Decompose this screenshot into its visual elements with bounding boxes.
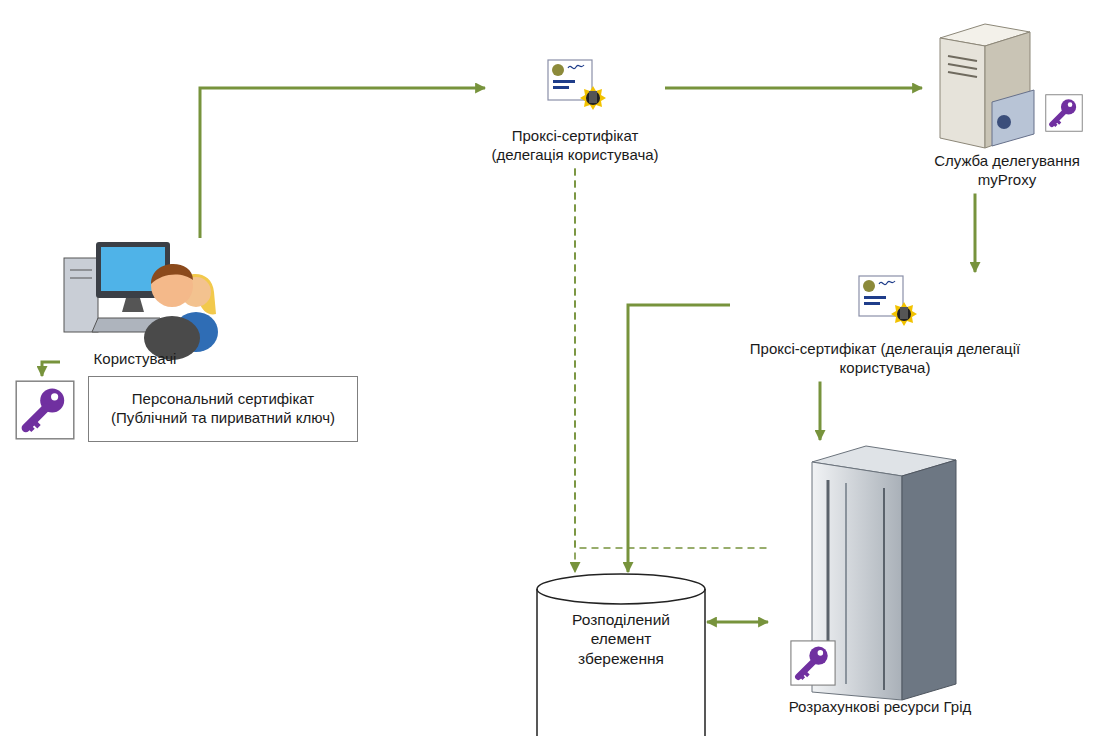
- node-label: Проксі-сертифікат (делегація делегації к…: [730, 340, 1040, 378]
- dashed-connector: [575, 169, 768, 549]
- flow-arrow: [628, 305, 730, 572]
- user-computer: [122, 298, 144, 312]
- cylinder-body: [537, 574, 705, 736]
- flow-arrow: [819, 382, 822, 441]
- key-icon: [1046, 95, 1082, 131]
- user-figures: [144, 264, 218, 360]
- grid-server: [883, 488, 885, 690]
- node-label: Служба делегування myProxy: [922, 152, 1092, 190]
- myproxy-server: [992, 90, 1034, 146]
- grid-server: [902, 460, 956, 700]
- certificate-box: Персональний сертифікат (Публічний та пи…: [8, 376, 358, 442]
- flow-arrow: [707, 621, 768, 624]
- grid-server: [845, 483, 847, 684]
- myproxy-server: [940, 24, 1034, 148]
- proxy-certificate: Проксі-сертифікат (делегація користувача…: [485, 55, 665, 169]
- proxy-certificate: Проксі-сертифікат (делегація делегації к…: [730, 272, 1040, 382]
- compute-resource: Розрахункові ресурси Грід: [768, 440, 992, 721]
- flow-arrow: [200, 88, 485, 238]
- myproxy-server: [940, 38, 985, 148]
- key-icon: [16, 381, 74, 439]
- myproxy-server: [997, 115, 1011, 129]
- node-label: Розподілений елемент збереження: [559, 610, 683, 668]
- flow-arrow: [42, 362, 60, 376]
- storage-cylinder: Розподілений елемент збереження: [535, 572, 707, 736]
- certificate-icon: [548, 60, 606, 110]
- user-group: Користувачі: [60, 238, 210, 373]
- certificate-icon: [859, 276, 917, 326]
- myproxy-server: [948, 56, 977, 61]
- user-computer: [70, 270, 92, 271]
- certificate-frame: Персональний сертифікат (Публічний та пи…: [88, 376, 358, 442]
- node-label: Користувачі: [60, 350, 210, 369]
- myproxy-server: [948, 72, 977, 77]
- key-icon: [791, 641, 835, 685]
- user-computer: [64, 258, 98, 332]
- cylinder-rim: [537, 589, 705, 604]
- node-label: Проксі-сертифікат (делегація користувача…: [485, 127, 665, 165]
- user-computer: [70, 278, 92, 279]
- myproxy-server: [948, 64, 977, 69]
- delegation-service: Служба делегування myProxy: [922, 20, 1092, 194]
- flow-arrow: [974, 194, 977, 273]
- flow-arrow: [665, 87, 922, 90]
- node-label: Персональний сертифікат (Публічний та пи…: [97, 390, 349, 428]
- node-label: Розрахункові ресурси Грід: [768, 698, 992, 717]
- user-figures: [151, 264, 193, 284]
